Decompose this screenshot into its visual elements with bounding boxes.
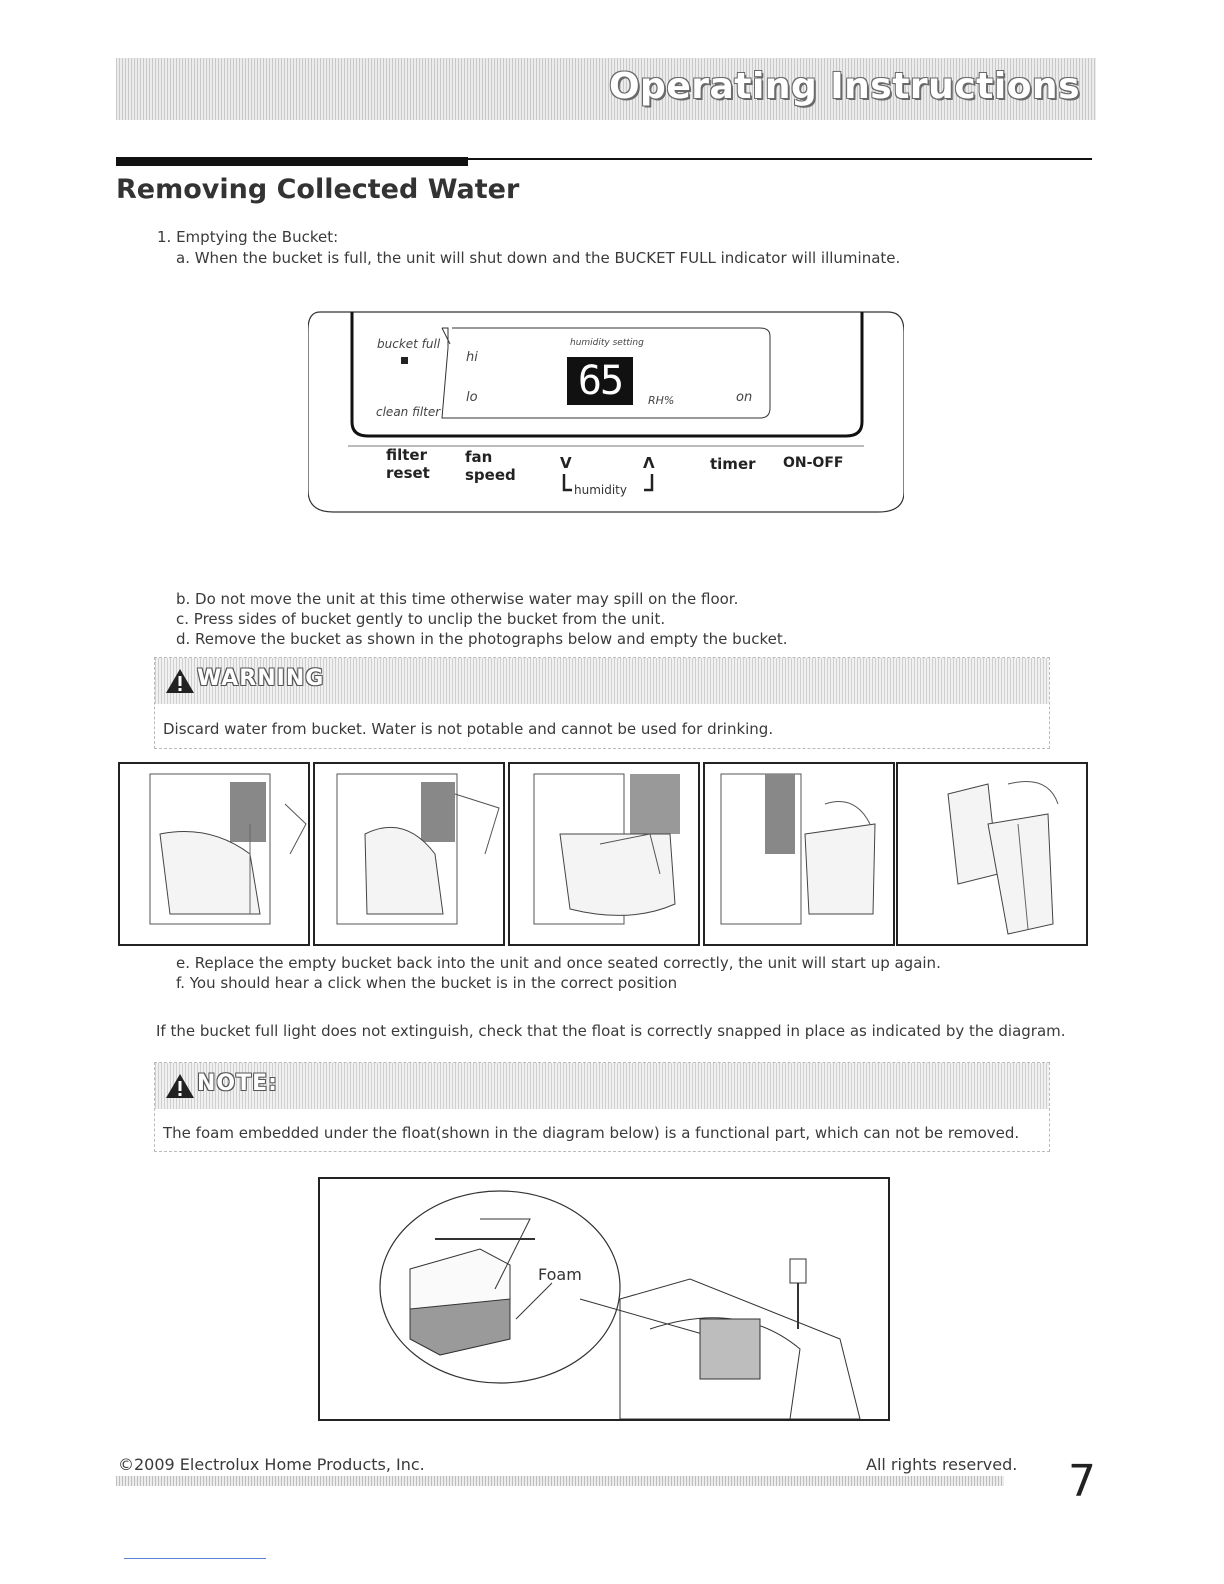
fan-label: fan [465,448,493,466]
section-title: Removing Collected Water [116,174,520,205]
filter-reset-button[interactable]: filter reset [386,446,430,482]
bucket-removal-photo-1 [149,773,307,925]
timer-button[interactable]: timer [710,455,756,473]
step-a: a. When the bucket is full, the unit wil… [176,249,901,267]
note-text: The foam embedded under the float(shown … [163,1124,1020,1142]
footer-band [116,1476,1004,1486]
float-assembly-illustration [379,1190,861,1419]
step-1: 1. Emptying the Bucket: [157,228,339,246]
photo-step-1 [118,762,310,946]
note-title: NOTE: [197,1071,278,1096]
control-panel-diagram: bucket full clean filter hi lo humidity … [308,310,904,514]
step-c: c. Press sides of bucket gently to uncli… [176,610,666,628]
step-b: b. Do not move the unit at this time oth… [176,590,739,608]
footer-rights: All rights reserved. [866,1455,1018,1474]
photo-step-5 [896,762,1088,946]
warning-band [155,658,1049,704]
humidity-label: humidity [574,483,627,497]
footer-copyright: ©2009 Electrolux Home Products, Inc. [118,1455,425,1474]
step-d: d. Remove the bucket as shown in the pho… [176,630,788,648]
clean-filter-label: clean filter [376,405,441,419]
photo-step-3 [508,762,700,946]
bucket-removal-photo-3 [533,773,680,925]
hi-label: hi [466,350,478,365]
note-box: NOTE: The foam embedded under the float(… [154,1062,1050,1152]
warning-icon [166,1074,194,1098]
warning-box: WARNING Discard water from bucket. Water… [154,657,1050,749]
bucket-removal-photo-5 [947,781,1059,935]
photo-step-4 [703,762,895,946]
filter-label: filter [386,446,428,464]
section-rule [116,158,1092,160]
header-band: Operating Instructions [116,58,1096,120]
warning-title: WARNING [197,666,325,691]
bucket-removal-photo-2 [336,773,500,925]
page-number: 7 [1068,1456,1096,1507]
lo-label: lo [466,390,478,405]
photo-step-2 [313,762,505,946]
step-e: e. Replace the empty bucket back into th… [176,954,941,972]
float-text: If the bucket full light does not exting… [156,1022,1066,1040]
speed-label: speed [465,466,516,484]
humidity-down-button[interactable]: V [560,454,572,472]
humidity-up-button[interactable]: Λ [643,454,655,472]
humidity-display: 65 [567,357,633,405]
humidity-setting-label: humidity setting [570,338,644,348]
float-diagram: Foam [318,1177,890,1421]
rh-unit-label: RH% [648,394,675,407]
bucket-full-label: bucket full [377,337,441,351]
control-panel-outline [308,311,904,513]
step-f: f. You should hear a click when the buck… [176,974,678,992]
bucket-full-indicator [401,357,408,364]
bottom-link-line [124,1558,266,1559]
foam-label: Foam [538,1265,582,1284]
bucket-removal-photo-4 [720,773,876,925]
note-band [155,1063,1049,1109]
on-off-button[interactable]: ON-OFF [783,455,844,471]
reset-label: reset [386,464,430,482]
on-label: on [736,390,753,405]
warning-icon [166,669,194,693]
fan-speed-button[interactable]: fan speed [465,448,516,484]
section-rule-accent [116,157,468,166]
warning-text: Discard water from bucket. Water is not … [163,720,774,738]
header-title: Operating Instructions [608,66,1080,107]
